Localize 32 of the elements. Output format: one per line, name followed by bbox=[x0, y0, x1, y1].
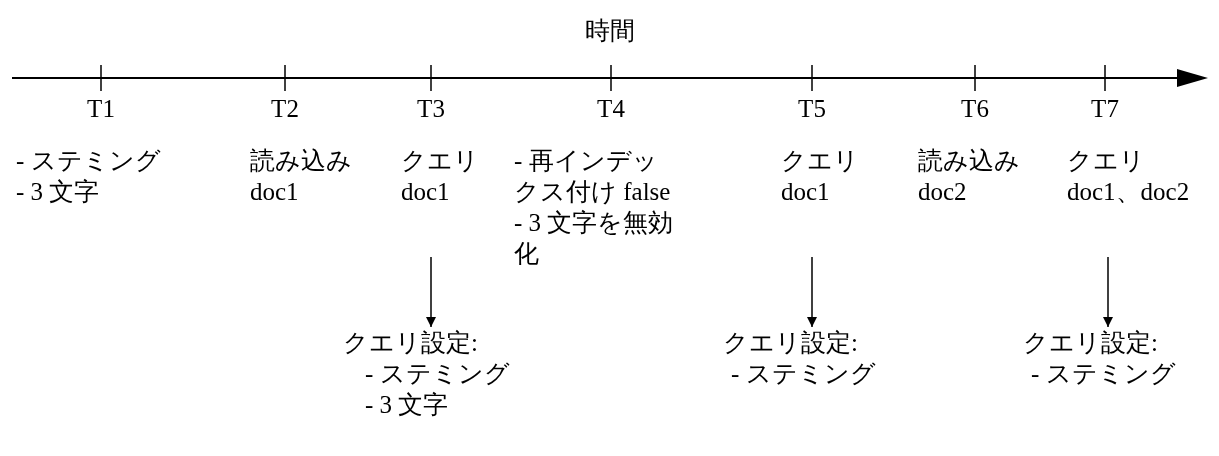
event-text: doc2 bbox=[918, 177, 968, 207]
tick-label: T3 bbox=[417, 95, 445, 122]
tick-label: T7 bbox=[1091, 95, 1119, 122]
event-text: クエリ bbox=[1067, 146, 1146, 176]
event-text: クエリ bbox=[401, 146, 480, 176]
event-text: - 3 文字を無効化 bbox=[514, 208, 675, 269]
settings-heading: クエリ設定: bbox=[343, 328, 479, 358]
event-text: - ステミング bbox=[16, 146, 162, 176]
settings-heading: クエリ設定: bbox=[1023, 328, 1159, 358]
event-text: 読み込み bbox=[918, 146, 1021, 176]
arrow bbox=[1103, 256, 1113, 328]
event-text: クエリ bbox=[781, 146, 860, 176]
arrow bbox=[426, 256, 436, 328]
event-text: doc1 bbox=[781, 177, 831, 207]
event-text: - 3 文字 bbox=[16, 177, 101, 207]
settings-item: - ステミング bbox=[364, 359, 511, 389]
event-text: - 再インデックス付け false bbox=[514, 146, 672, 207]
event-text: doc1、doc2 bbox=[1067, 177, 1191, 207]
settings-item: - 3 文字 bbox=[364, 390, 450, 420]
event-text: 読み込み bbox=[250, 146, 353, 176]
title: 時間 bbox=[584, 17, 635, 44]
settings-item: - ステミング bbox=[730, 359, 877, 389]
settings-item: - ステミング bbox=[1030, 359, 1177, 389]
tick-label: T5 bbox=[798, 95, 826, 122]
tick-label: T1 bbox=[87, 95, 115, 122]
tick-label: T4 bbox=[597, 95, 625, 122]
tick-label: T6 bbox=[961, 95, 989, 122]
settings-heading: クエリ設定: bbox=[723, 328, 859, 358]
arrow bbox=[807, 256, 817, 328]
tick-label: T2 bbox=[271, 95, 299, 122]
event-text: doc1 bbox=[250, 177, 300, 207]
event-text: doc1 bbox=[401, 177, 451, 207]
